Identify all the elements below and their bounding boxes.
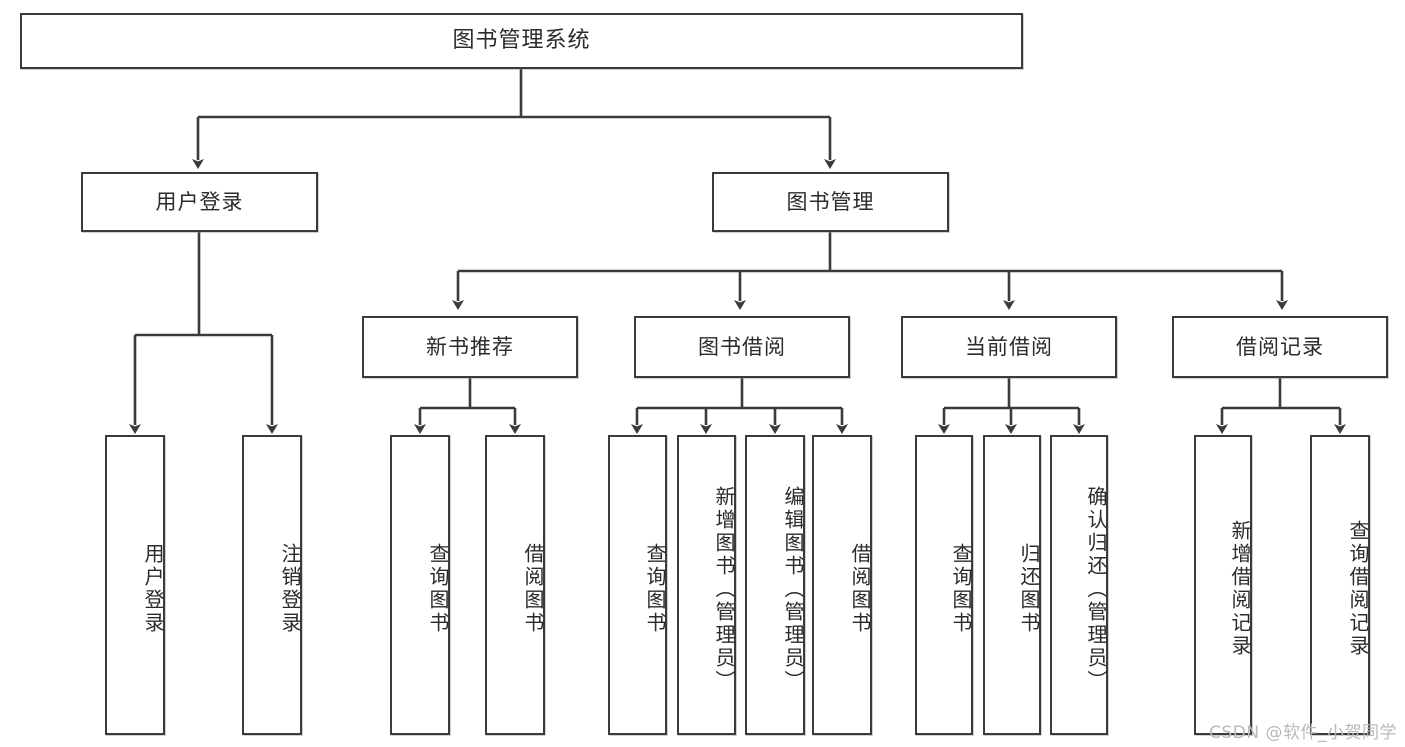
node-user-login[interactable]: 用户登录 xyxy=(81,172,318,232)
node-label: 借阅图书 xyxy=(848,543,872,635)
node-label: 归还图书 xyxy=(1017,543,1041,635)
node-label: 查询图书 xyxy=(949,543,973,635)
node-label: 借阅记录 xyxy=(1236,334,1324,359)
node-label: 查询图书 xyxy=(643,543,667,635)
leaf-book-borrow-query[interactable]: 查询图书 xyxy=(608,435,667,735)
watermark-credit: CSDN @软件_小贺同学 xyxy=(1209,723,1397,743)
node-book-management[interactable]: 图书管理 xyxy=(712,172,949,232)
node-label: 确认归还（管理员） xyxy=(1084,485,1108,693)
leaf-book-borrow-add[interactable]: 新增图书（管理员） xyxy=(677,435,736,735)
leaf-user-login-logout[interactable]: 注销登录 xyxy=(242,435,302,735)
node-label: 注销登录 xyxy=(278,543,302,635)
node-label: 编辑图书（管理员） xyxy=(781,485,805,693)
leaf-user-login-login[interactable]: 用户登录 xyxy=(105,435,165,735)
node-new-book-recommend[interactable]: 新书推荐 xyxy=(362,316,578,378)
node-label: 图书管理系统 xyxy=(452,28,591,54)
node-label: 查询图书 xyxy=(426,543,450,635)
node-label: 用户登录 xyxy=(155,189,244,214)
leaf-new-book-borrow[interactable]: 借阅图书 xyxy=(485,435,545,735)
node-label: 新增借阅记录 xyxy=(1228,520,1252,658)
leaf-book-borrow-borrow[interactable]: 借阅图书 xyxy=(812,435,872,735)
leaf-borrow-record-query[interactable]: 查询借阅记录 xyxy=(1310,435,1370,735)
leaf-borrow-record-add[interactable]: 新增借阅记录 xyxy=(1194,435,1252,735)
node-borrow-record[interactable]: 借阅记录 xyxy=(1172,316,1388,378)
node-label: 借阅图书 xyxy=(521,543,545,635)
node-root-system[interactable]: 图书管理系统 xyxy=(20,13,1023,69)
leaf-current-borrow-confirm[interactable]: 确认归还（管理员） xyxy=(1050,435,1108,735)
node-label: 新书推荐 xyxy=(426,334,514,359)
leaf-current-borrow-return[interactable]: 归还图书 xyxy=(983,435,1041,735)
node-label: 用户登录 xyxy=(141,543,165,635)
node-book-borrow[interactable]: 图书借阅 xyxy=(634,316,850,378)
node-label: 新增图书（管理员） xyxy=(712,485,736,693)
leaf-book-borrow-edit[interactable]: 编辑图书（管理员） xyxy=(745,435,805,735)
node-current-borrow[interactable]: 当前借阅 xyxy=(901,316,1117,378)
leaf-current-borrow-query[interactable]: 查询图书 xyxy=(915,435,973,735)
leaf-new-book-query[interactable]: 查询图书 xyxy=(390,435,450,735)
node-label: 图书管理 xyxy=(786,189,875,214)
node-label: 查询借阅记录 xyxy=(1346,520,1370,658)
node-label: 图书借阅 xyxy=(698,334,786,359)
node-label: 当前借阅 xyxy=(965,334,1053,359)
